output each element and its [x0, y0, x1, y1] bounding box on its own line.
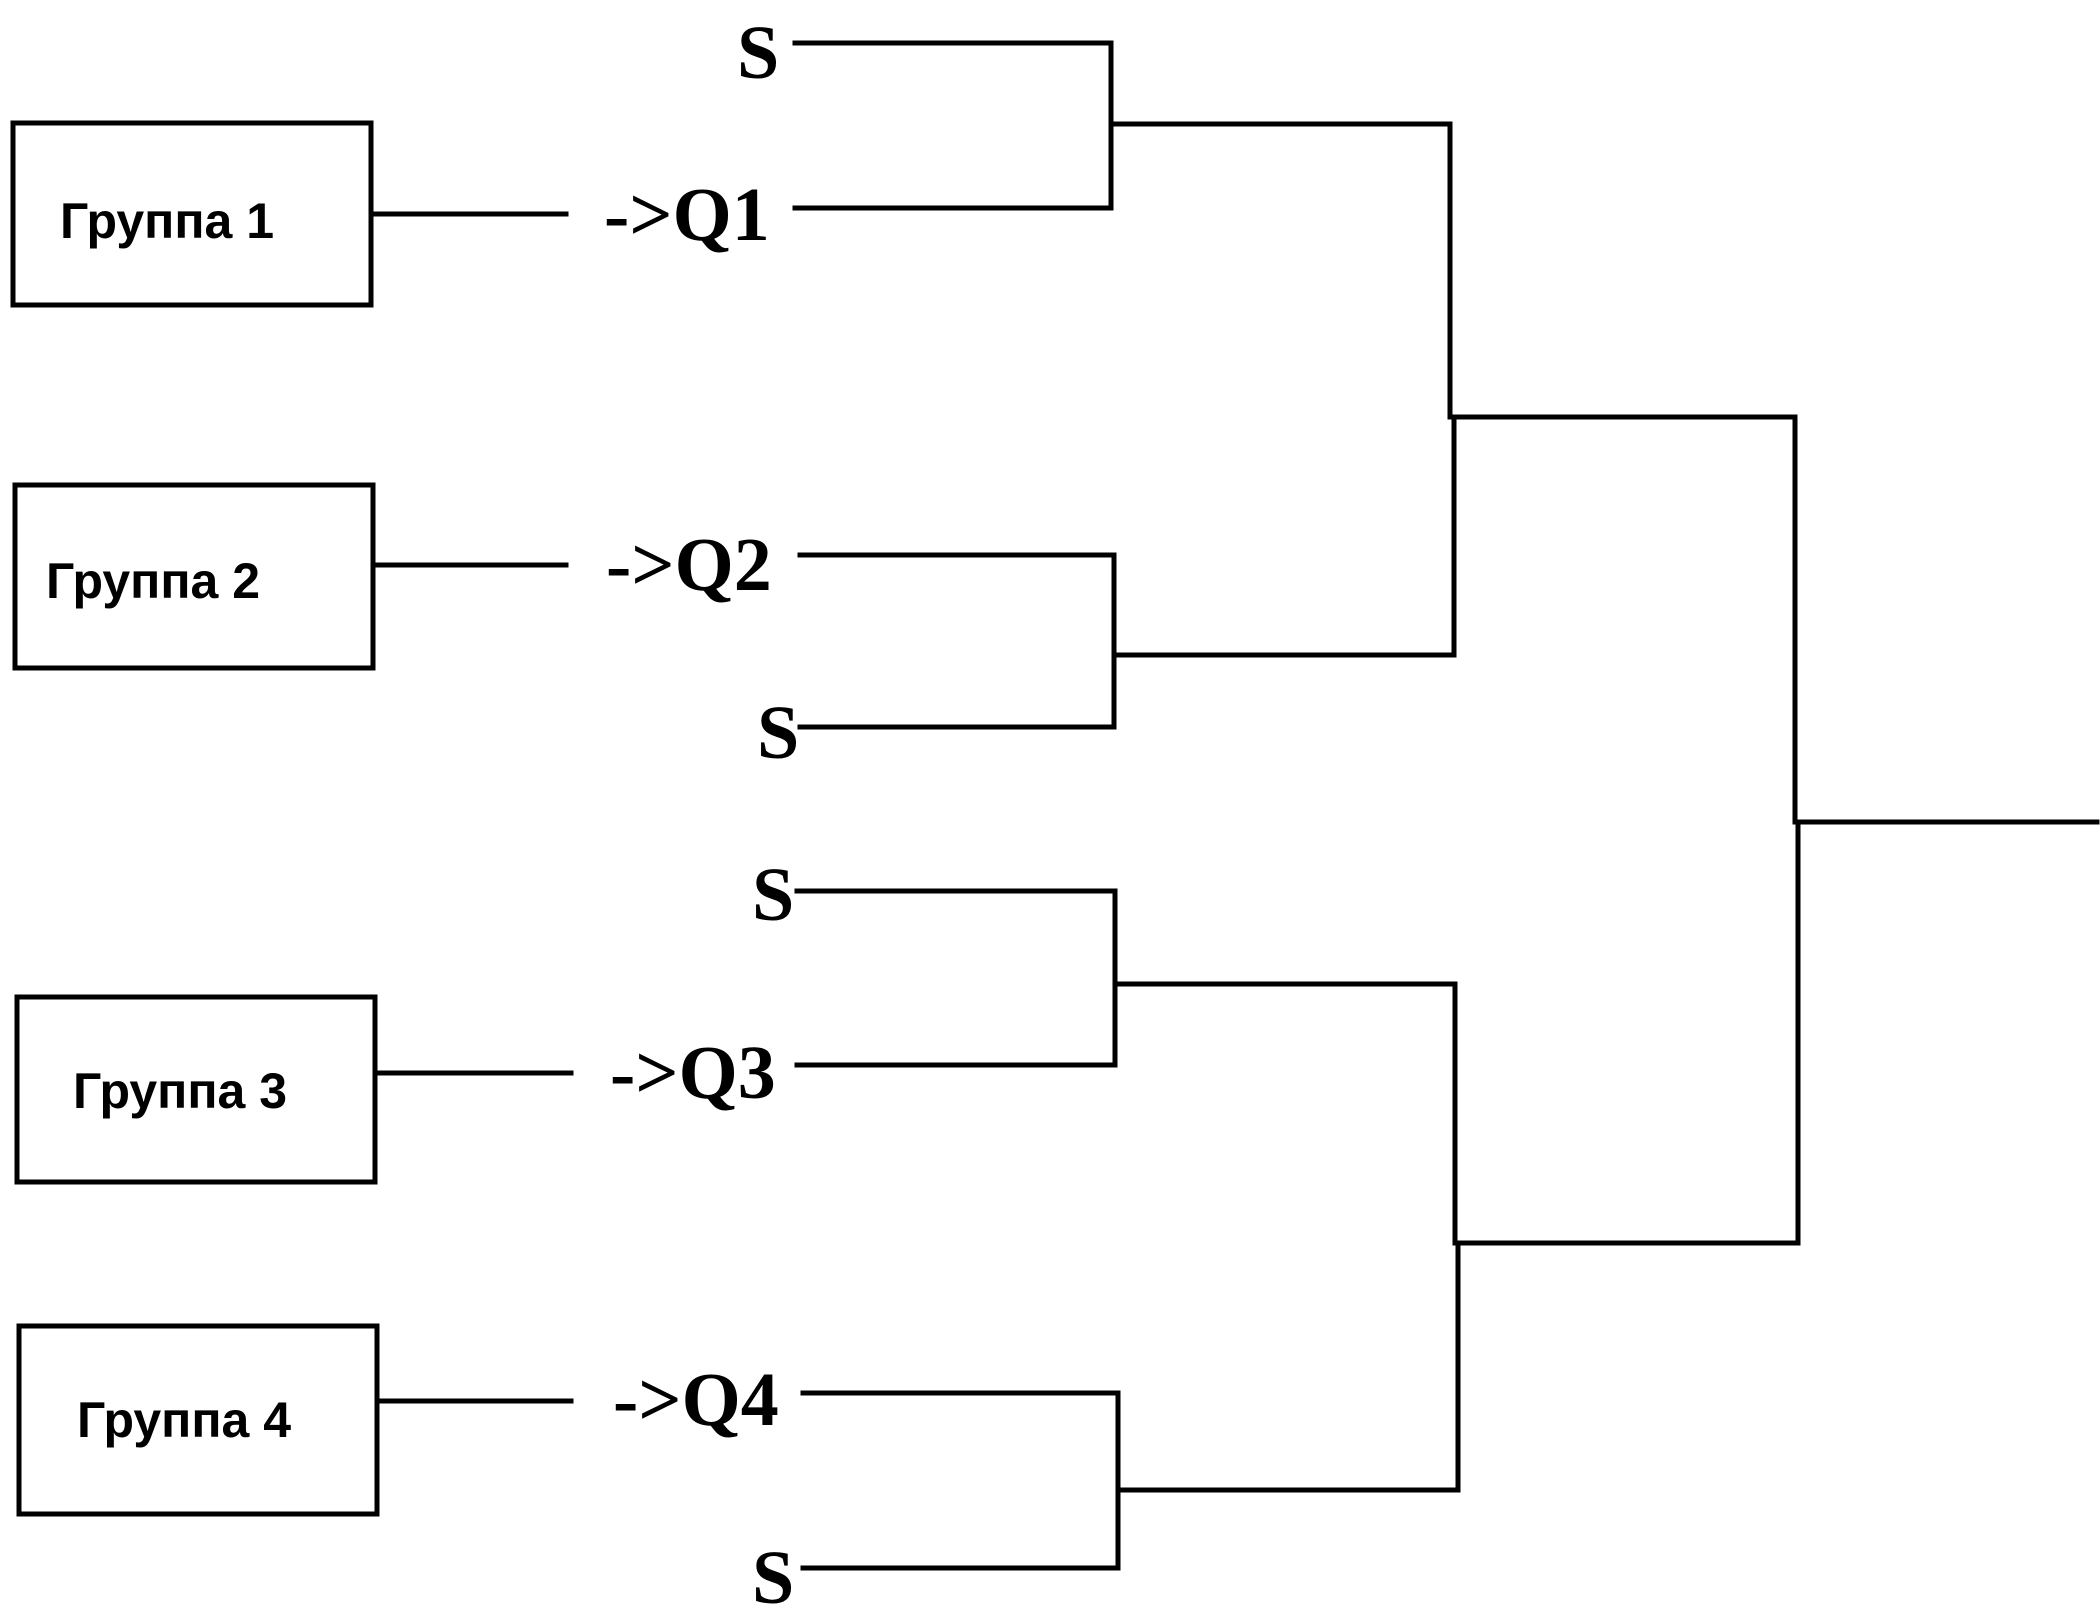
signal-label-s-4: S — [752, 1536, 794, 1610]
group-label-1: Группа 1 — [60, 193, 274, 249]
group-label-2: Группа 2 — [46, 553, 260, 609]
output-label-q4: ->Q4 — [613, 1358, 779, 1442]
output-label-q2: ->Q2 — [606, 523, 772, 607]
bracket-s1-q1 — [792, 40, 1114, 211]
group-label-3: Группа 3 — [73, 1063, 287, 1119]
group-label-4: Группа 4 — [77, 1392, 291, 1448]
signal-label-s-1: S — [737, 11, 779, 95]
bracket-q4-s4 — [800, 1390, 1121, 1571]
group-box-1: Группа 1 — [10, 120, 374, 308]
bracket-s3-q3 — [794, 888, 1118, 1068]
group-box-4: Группа 4 — [16, 1323, 380, 1517]
group-box-3: Группа 3 — [14, 994, 378, 1185]
output-label-q1: ->Q1 — [604, 173, 770, 257]
bracket-q2-s2 — [797, 552, 1117, 730]
output-label-q3: ->Q3 — [610, 1031, 776, 1115]
signal-label-s-2: S — [757, 691, 799, 775]
signal-label-s-3: S — [752, 853, 794, 937]
group-box-2: Группа 2 — [12, 482, 376, 671]
